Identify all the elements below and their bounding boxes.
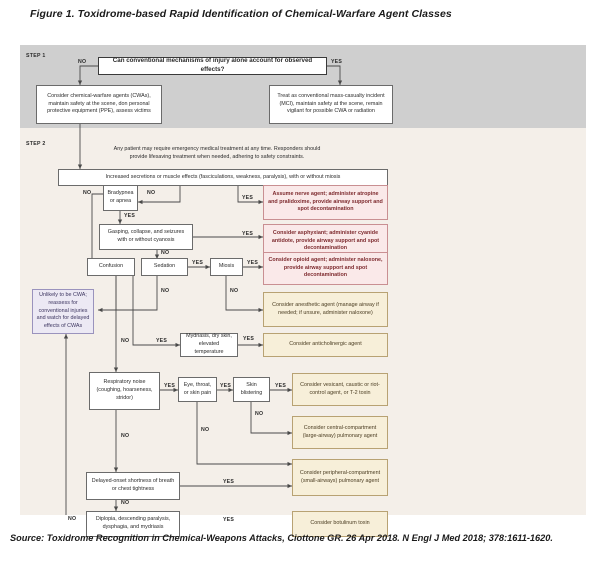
node-delayed-onset[interactable]: Delayed-onset shortness of breath or che…	[86, 472, 180, 500]
node-cwa-precautions[interactable]: Consider chemical-warfare agents (CWAs),…	[36, 85, 162, 124]
step2-label: STEP 2	[26, 141, 46, 147]
node-step2-note: Any patient may require emergency medica…	[113, 146, 321, 160]
figure-source: Source: Toxidrome Recognition in Chemica…	[10, 533, 553, 543]
edge-label-yes-eye-throat: YES	[220, 383, 231, 389]
edge-label-no-gasping: NO	[161, 250, 170, 256]
edge-label-no-resp-noise: NO	[121, 433, 130, 439]
edge-label-no-conventional: NO	[78, 59, 87, 65]
outcome-peripheral-pulmonary[interactable]: Consider peripheral-compartment (small-a…	[292, 459, 388, 496]
figure-title: Figure 1. Toxidrome-based Rapid Identifi…	[30, 8, 452, 20]
node-sedation[interactable]: Sedation	[141, 258, 188, 276]
node-mci[interactable]: Treat as conventional mass-casualty inci…	[269, 85, 393, 124]
edge-label-no-eye-throat: NO	[201, 427, 210, 433]
node-confusion[interactable]: Confusion	[87, 258, 135, 276]
edge-label-yes-diplopia: YES	[223, 517, 234, 523]
edge-label-yes-confusion: YES	[156, 338, 167, 344]
edge-label-yes-miosis: YES	[247, 260, 258, 266]
edge-label-yes-mydriasis: YES	[243, 336, 254, 342]
node-skin-blistering[interactable]: Skin blistering	[233, 377, 270, 402]
edge-label-yes-conventional: YES	[331, 59, 342, 65]
edge-label-no-delayed-onset: NO	[121, 500, 130, 506]
edge-label-no-skin-blistering: NO	[255, 411, 264, 417]
edge-label-no-diplopia: NO	[68, 516, 77, 522]
edge-label-yes-secretions: YES	[242, 195, 253, 201]
step1-label: STEP 1	[26, 53, 46, 59]
outcome-anesthetic[interactable]: Consider anesthetic agent (manage airway…	[263, 292, 388, 327]
edge-label-no-bradypnea-left: NO	[83, 190, 92, 196]
node-mydriasis[interactable]: Mydriasis, dry skin, elevated temperatur…	[180, 333, 238, 357]
edge-label-yes-sedation: YES	[192, 260, 203, 266]
node-diplopia[interactable]: Diplopia, descending paralysis, dysphagi…	[86, 511, 180, 537]
edge-label-yes-resp-noise: YES	[164, 383, 175, 389]
edge-label-yes-delayed-onset: YES	[223, 479, 234, 485]
node-eye-throat-skin-pain[interactable]: Eye, throat, or skin pain	[178, 377, 217, 402]
node-conventional-question[interactable]: Can conventional mechanisms of injury al…	[98, 57, 327, 75]
edge-label-no-confusion: NO	[121, 338, 130, 344]
outcome-opioid[interactable]: Consider opioid agent; administer naloxo…	[263, 252, 388, 285]
node-miosis[interactable]: Miosis	[210, 258, 243, 276]
outcome-anticholinergic[interactable]: Consider anticholinergic agent	[263, 333, 388, 357]
outcome-central-pulmonary[interactable]: Consider central-compartment (large-airw…	[292, 416, 388, 449]
outcome-vesicant[interactable]: Consider vesicant, caustic or riot-contr…	[292, 373, 388, 406]
edge-label-yes-bradypnea: YES	[124, 213, 135, 219]
node-gasping[interactable]: Gasping, collapse, and seizures with or …	[99, 224, 193, 250]
edge-label-yes-skin-blistering: YES	[275, 383, 286, 389]
connector-lines	[63, 65, 343, 515]
edge-label-yes-gasping: YES	[242, 231, 253, 237]
edge-label-no-sedation: NO	[161, 288, 170, 294]
outcome-nerve-agent[interactable]: Assume nerve agent; administer atropine …	[263, 185, 388, 220]
edge-label-no-secretions: NO	[147, 190, 156, 196]
node-increased-secretions[interactable]: Increased secretions or muscle effects (…	[58, 169, 388, 186]
outcome-botulinum[interactable]: Consider botulinum toxin	[292, 511, 388, 537]
edge-label-no-miosis: NO	[230, 288, 239, 294]
node-unlikely-cwa[interactable]: Unlikely to be CWA; reassess for convent…	[32, 289, 94, 334]
node-respiratory-noise[interactable]: Respiratory noise (coughing, hoarseness,…	[89, 372, 160, 410]
node-bradypnea[interactable]: Bradypnea or apnea	[103, 185, 138, 211]
flowchart-canvas: STEP 1 STEP 2 Can conventional mechanism…	[20, 45, 586, 537]
